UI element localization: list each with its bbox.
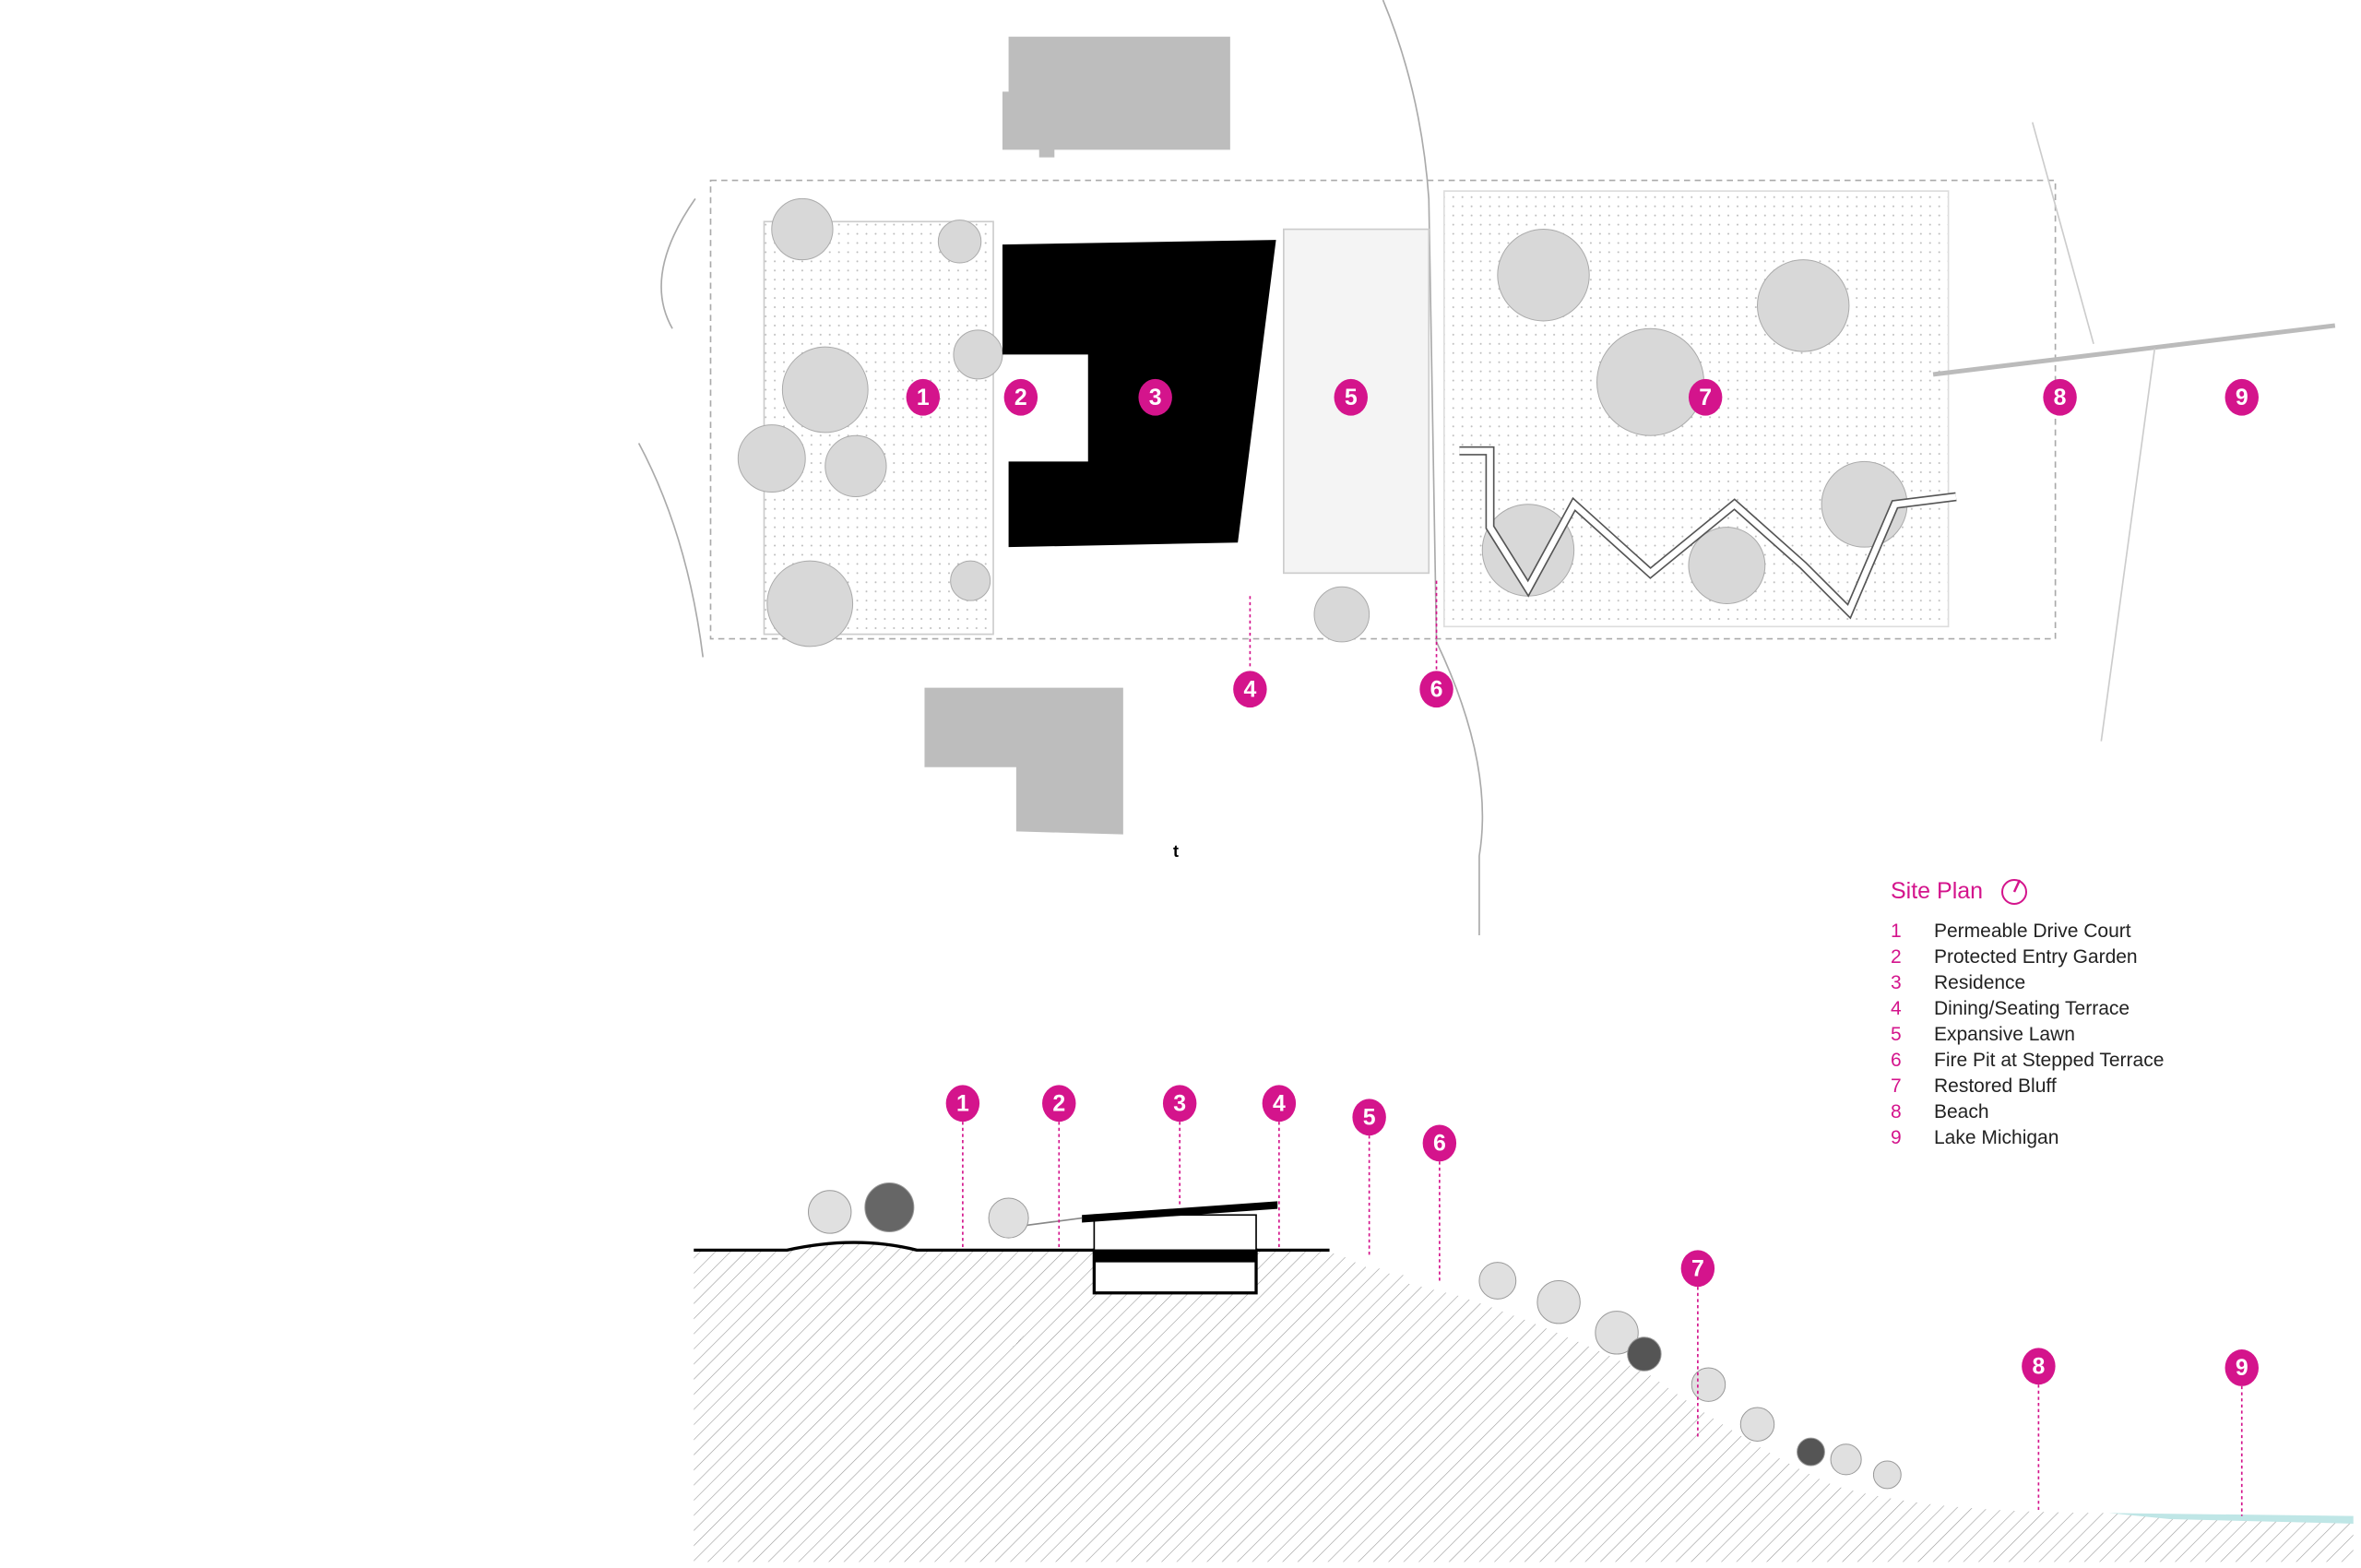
- plan-marker-2: 2: [1003, 378, 1038, 416]
- legend-label: Protected Entry Garden: [1934, 946, 2138, 968]
- section-marker-7: 7: [1680, 1250, 1715, 1288]
- svg-text:8: 8: [2032, 1355, 2045, 1380]
- legend-item: 5 Expansive Lawn: [1891, 1022, 2164, 1048]
- section-marker-5: 5: [1352, 1099, 1386, 1136]
- svg-text:3: 3: [1173, 1092, 1186, 1117]
- plan-marker-3: 3: [1138, 378, 1172, 416]
- svg-text:2: 2: [1014, 386, 1027, 410]
- legend: Site Plan 1 Permeable Drive Court 2 Protect…: [1891, 876, 2164, 1151]
- svg-text:7: 7: [1691, 1257, 1704, 1282]
- legend-item: 3 Residence: [1891, 970, 2164, 996]
- legend-number: 9: [1891, 1127, 1902, 1148]
- svg-text:7: 7: [1699, 386, 1712, 410]
- svg-text:4: 4: [1273, 1092, 1286, 1117]
- svg-text:6: 6: [1433, 1132, 1446, 1157]
- legend-item: 2 Protected Entry Garden: [1891, 944, 2164, 970]
- plan-marker-9: 9: [2225, 378, 2259, 416]
- section-marker-2: 2: [1042, 1085, 1076, 1123]
- svg-text:6: 6: [1430, 678, 1443, 703]
- legend-label: Lake Michigan: [1934, 1127, 2059, 1148]
- section-marker-4: 4: [1262, 1085, 1297, 1123]
- section-marker-3: 3: [1162, 1085, 1197, 1123]
- plan-marker-1: 1: [906, 378, 941, 416]
- svg-text:9: 9: [2236, 1356, 2248, 1381]
- house-section: [1024, 1201, 1278, 1295]
- legend-item: 4 Dining/Seating Terrace: [1891, 996, 2164, 1022]
- svg-text:5: 5: [1363, 1105, 1376, 1130]
- svg-text:4: 4: [1243, 678, 1256, 703]
- plan-marker-7: 7: [1688, 378, 1723, 416]
- site-plan: 1 2 3 4 5 6 7 8 9: [637, 0, 2336, 936]
- svg-text:9: 9: [2236, 386, 2248, 410]
- svg-text:2: 2: [1052, 1092, 1065, 1117]
- lawn: [1283, 228, 1430, 575]
- section-marker-1: 1: [945, 1085, 980, 1123]
- road-line: [637, 197, 705, 658]
- legend-item: 6 Fire Pit at Stepped Terrace: [1891, 1048, 2164, 1074]
- legend-label: Beach: [1934, 1101, 1989, 1123]
- stray-label: t: [1173, 842, 1179, 861]
- legend-number: 4: [1891, 998, 1902, 1019]
- section-marker-9: 9: [2225, 1349, 2259, 1386]
- site-section: 1 2 3 4 5 6 7 8 9: [694, 1085, 2354, 1562]
- svg-text:5: 5: [1345, 386, 1358, 410]
- north-arrow-icon: [2001, 879, 2028, 905]
- legend-number: 5: [1891, 1024, 1902, 1045]
- section-marker-6: 6: [1422, 1124, 1457, 1162]
- legend-number: 8: [1891, 1101, 1902, 1123]
- trees: [737, 197, 1908, 647]
- plan-marker-6: 6: [1419, 671, 1453, 708]
- legend-label: Expansive Lawn: [1934, 1024, 2075, 1045]
- svg-text:8: 8: [2054, 386, 2067, 410]
- legend-number: 7: [1891, 1075, 1902, 1097]
- lake-water: [2108, 1513, 2354, 1524]
- legend-label: Restored Bluff: [1934, 1075, 2057, 1097]
- section-trees: [808, 1182, 1902, 1490]
- plan-marker-8: 8: [2043, 378, 2077, 416]
- plan-marker-5: 5: [1334, 378, 1368, 416]
- legend-label: Residence: [1934, 972, 2026, 993]
- section-marker-8: 8: [2022, 1348, 2056, 1385]
- legend-label: Permeable Drive Court: [1934, 921, 2131, 942]
- ground-section: [694, 1242, 2354, 1562]
- legend-item: 7 Restored Bluff: [1891, 1074, 2164, 1099]
- svg-text:1: 1: [956, 1092, 969, 1117]
- neighbor-building: [924, 687, 1123, 835]
- legend-number: 6: [1891, 1050, 1902, 1071]
- legend-label: Dining/Seating Terrace: [1934, 998, 2130, 1019]
- legend-label: Fire Pit at Stepped Terrace: [1934, 1050, 2165, 1071]
- legend-title: Site Plan: [1891, 877, 1984, 904]
- legend-number: 3: [1891, 972, 1902, 993]
- svg-text:1: 1: [917, 386, 930, 410]
- legend-item: 1 Permeable Drive Court: [1891, 919, 2164, 944]
- legend-item: 8 Beach: [1891, 1099, 2164, 1125]
- legend-number: 1: [1891, 921, 1902, 942]
- neighbor-building: [1002, 36, 1230, 158]
- legend-number: 2: [1891, 946, 1902, 968]
- shoreline: [1932, 323, 2336, 377]
- svg-text:3: 3: [1149, 386, 1162, 410]
- plan-marker-4: 4: [1233, 671, 1267, 708]
- legend-item: 9 Lake Michigan: [1891, 1125, 2164, 1151]
